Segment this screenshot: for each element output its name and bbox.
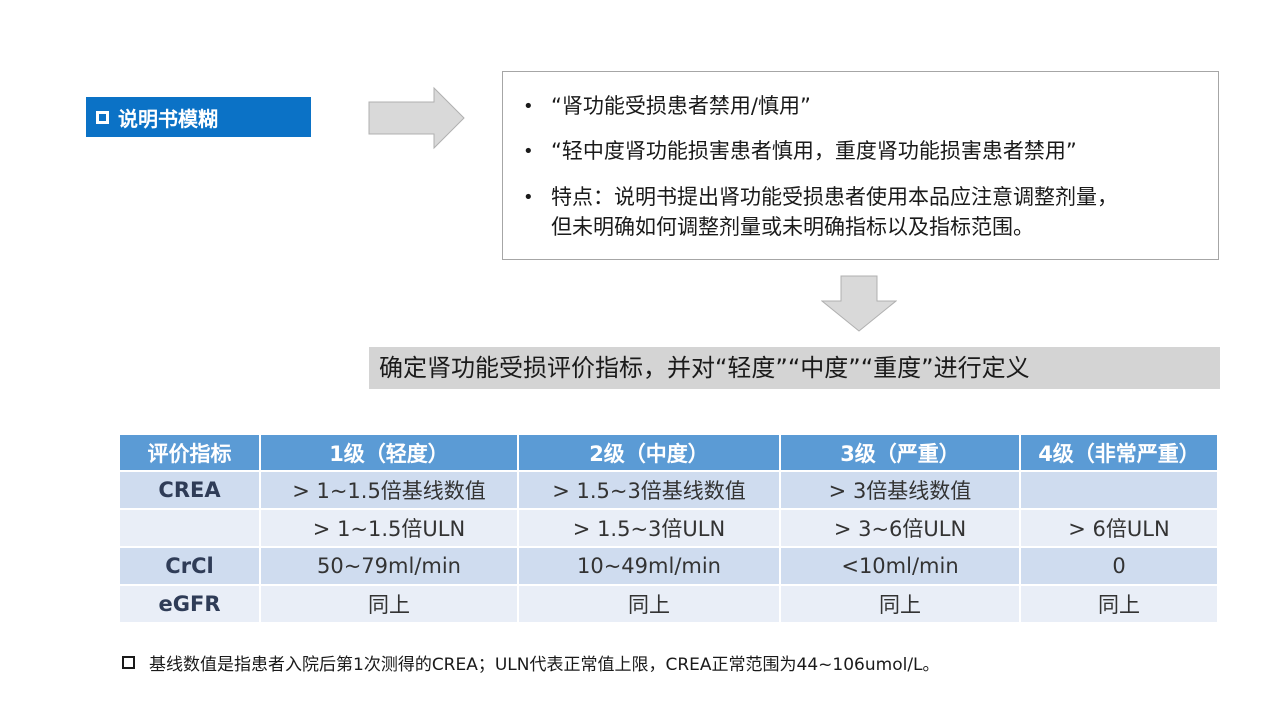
callout-item: • 特点：说明书提出肾功能受损患者使用本品应注意调整剂量，: [523, 185, 1118, 209]
table-cell: > 3~6倍ULN: [781, 510, 1019, 546]
header-cell: 1级（轻度）: [261, 435, 517, 470]
table-cell: 同上: [261, 586, 517, 622]
table-cell: <10ml/min: [781, 548, 1019, 584]
table-cell: > 1.5~3倍ULN: [519, 510, 779, 546]
table-cell: 同上: [519, 586, 779, 622]
header-cell: 2级（中度）: [519, 435, 779, 470]
table-cell: [1021, 472, 1217, 508]
table-header-row: 评价指标 1级（轻度） 2级（中度） 3级（严重） 4级（非常严重）: [120, 435, 1217, 470]
table-cell: > 1~1.5倍基线数值: [261, 472, 517, 508]
callout-item: • “肾功能受损患者禁用/慎用”: [523, 94, 811, 118]
arrow-right-icon: [368, 86, 465, 150]
grading-table: 评价指标 1级（轻度） 2级（中度） 3级（严重） 4级（非常严重） CREA …: [118, 433, 1219, 624]
metric-cell: CREA: [120, 472, 259, 508]
header-cell: 3级（严重）: [781, 435, 1019, 470]
table-cell: > 6倍ULN: [1021, 510, 1217, 546]
table-cell: 50~79ml/min: [261, 548, 517, 584]
footnote: 基线数值是指患者入院后第1次测得的CREA；ULN代表正常值上限，CREA正常范…: [122, 650, 940, 675]
section-tag: 说明书模糊: [86, 97, 311, 137]
section-tag-label: 说明书模糊: [118, 106, 218, 131]
square-bullet-icon: [96, 110, 109, 124]
table-row: CREA > 1~1.5倍基线数值 > 1.5~3倍基线数值 > 3倍基线数值: [120, 472, 1217, 508]
header-cell: 4级（非常严重）: [1021, 435, 1217, 470]
table-cell: > 3倍基线数值: [781, 472, 1019, 508]
metric-cell: [120, 510, 259, 546]
table-row: > 1~1.5倍ULN > 1.5~3倍ULN > 3~6倍ULN > 6倍UL…: [120, 510, 1217, 546]
instruction-callout: • “肾功能受损患者禁用/慎用” • “轻中度肾功能损害患者慎用，重度肾功能损害…: [502, 71, 1219, 260]
footnote-text: 基线数值是指患者入院后第1次测得的CREA；ULN代表正常值上限，CREA正常范…: [149, 655, 940, 675]
conclusion-banner: 确定肾功能受损评价指标，并对“轻度”“中度”“重度”进行定义: [369, 347, 1220, 389]
header-cell: 评价指标: [120, 435, 259, 470]
table-cell: 0: [1021, 548, 1217, 584]
table-cell: > 1.5~3倍基线数值: [519, 472, 779, 508]
table-row: CrCl 50~79ml/min 10~49ml/min <10ml/min 0: [120, 548, 1217, 584]
square-bullet-icon: [122, 656, 135, 669]
callout-item: • “轻中度肾功能损害患者慎用，重度肾功能损害患者禁用”: [523, 139, 1077, 163]
table-cell: 同上: [781, 586, 1019, 622]
metric-cell: CrCl: [120, 548, 259, 584]
callout-item-continued: 但未明确如何调整剂量或未明确指标以及指标范围。: [551, 215, 1034, 239]
arrow-down-icon: [821, 275, 897, 332]
table-cell: > 1~1.5倍ULN: [261, 510, 517, 546]
table-cell: 同上: [1021, 586, 1217, 622]
table-row: eGFR 同上 同上 同上 同上: [120, 586, 1217, 622]
table-cell: 10~49ml/min: [519, 548, 779, 584]
metric-cell: eGFR: [120, 586, 259, 622]
